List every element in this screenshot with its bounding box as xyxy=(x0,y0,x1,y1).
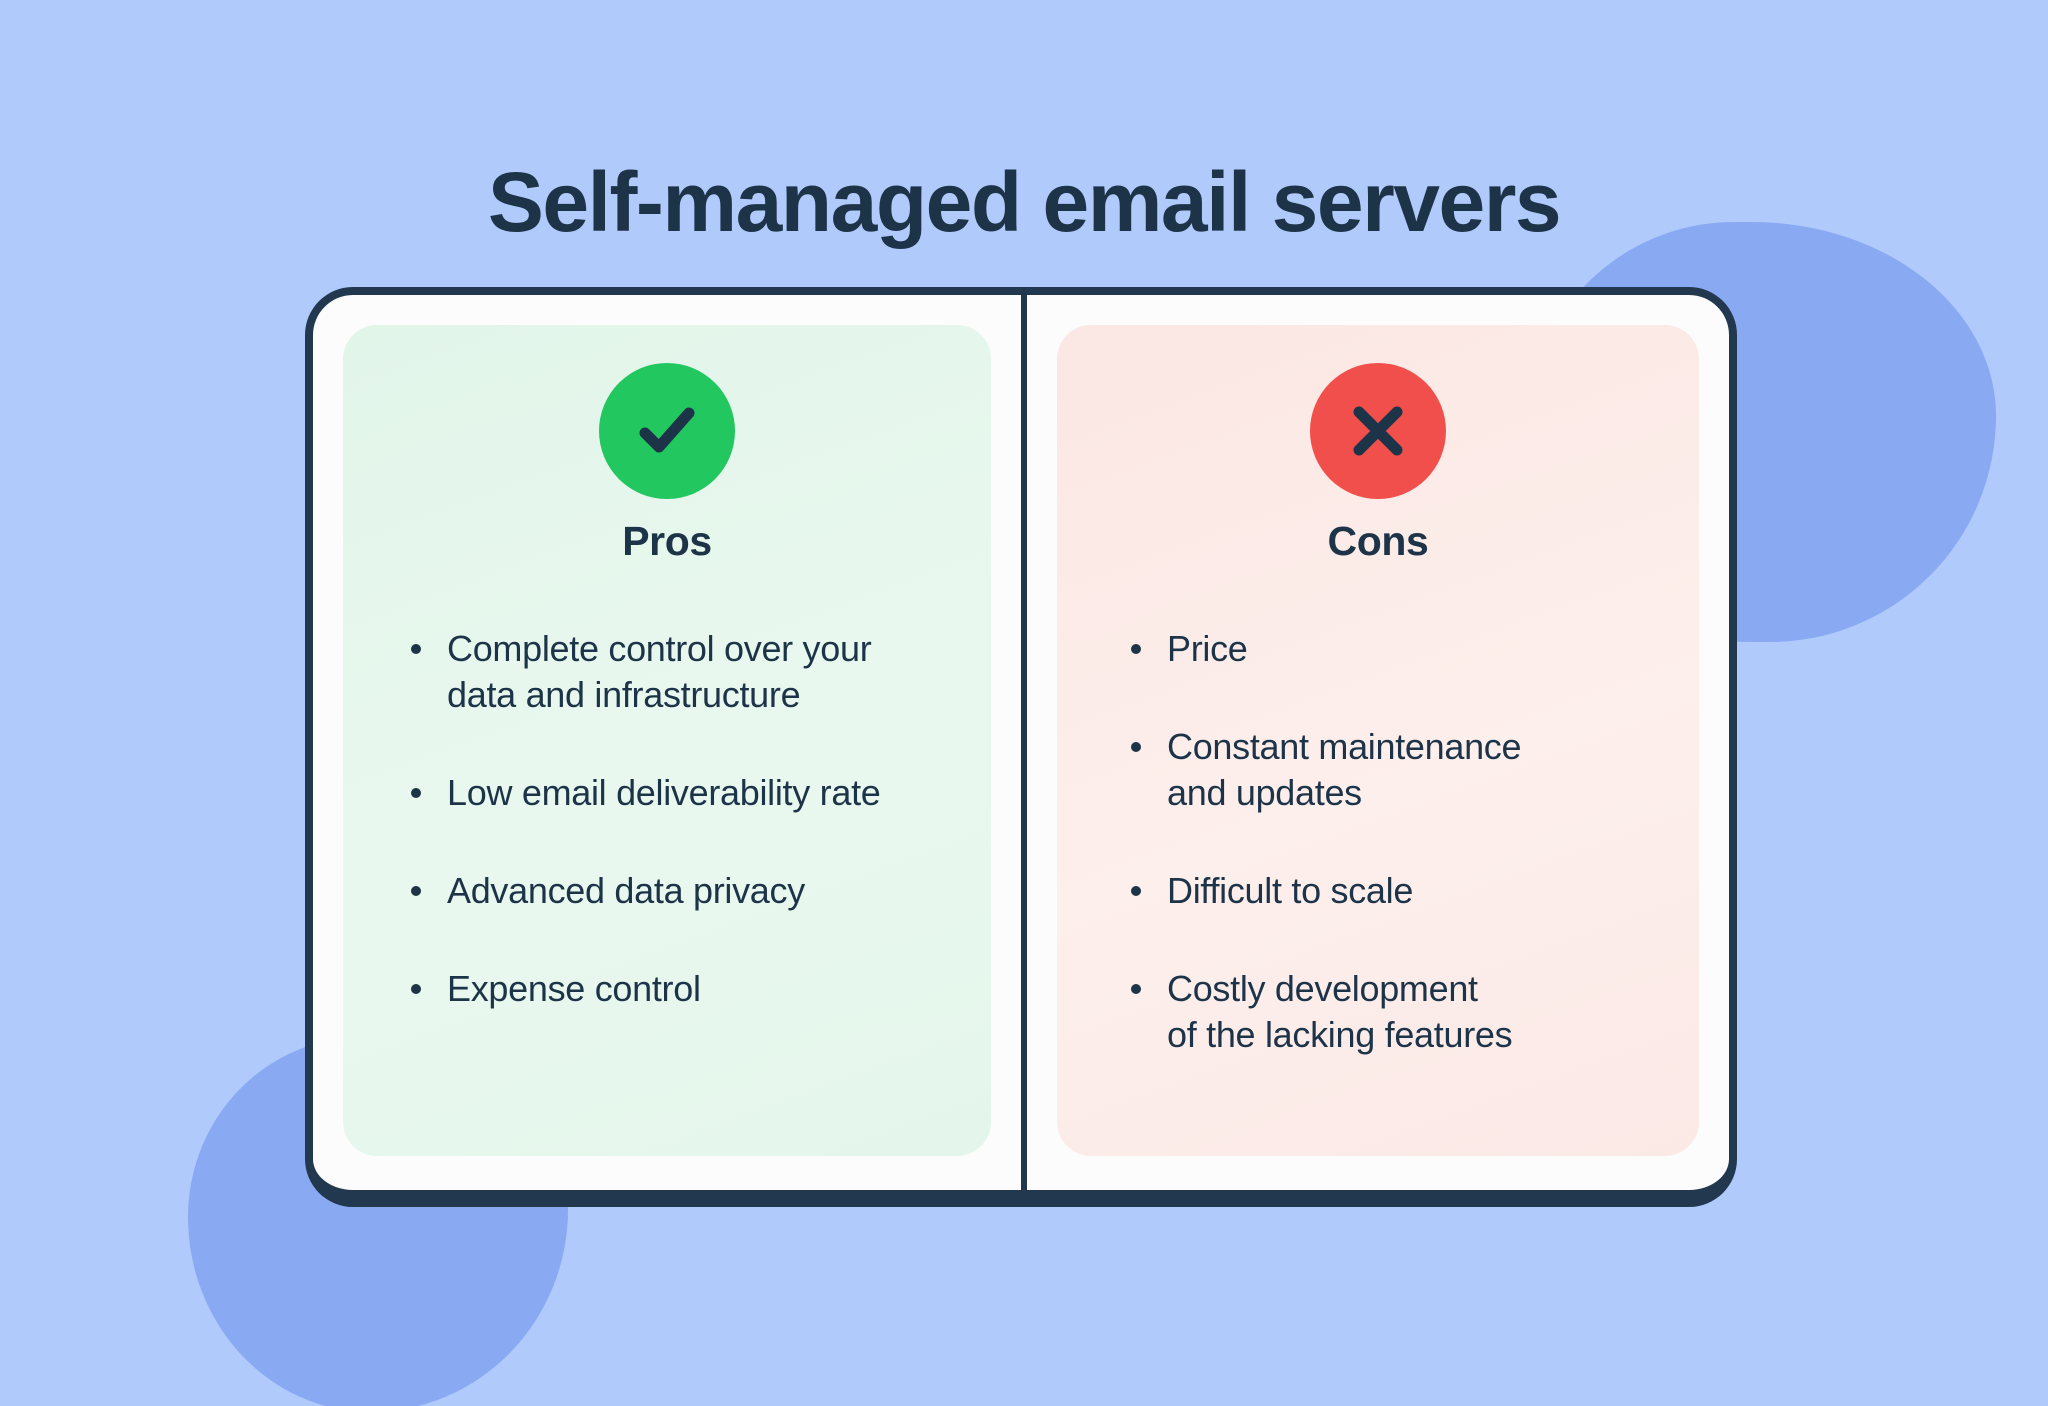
list-item-label: Constant maintenance and updates xyxy=(1167,726,1522,814)
pros-column: Pros Complete control over your data and… xyxy=(313,295,1021,1190)
bullet-dot-icon xyxy=(1131,742,1141,753)
bullet-dot-icon xyxy=(1131,886,1141,897)
pros-bullet-list: Complete control over your data and infr… xyxy=(343,626,991,1012)
bullet-dot-icon xyxy=(411,644,421,654)
cons-column: Cons Price Constant maintenance and upda… xyxy=(1021,295,1729,1190)
list-item: Difficult to scale xyxy=(1125,868,1669,914)
list-item: Constant maintenance and updates xyxy=(1125,724,1669,816)
list-item: Price xyxy=(1125,626,1669,672)
list-item: Costly development of the lacking featur… xyxy=(1125,966,1669,1058)
list-item: Complete control over your data and infr… xyxy=(405,626,961,718)
bullet-dot-icon xyxy=(1131,984,1141,995)
check-circle-icon xyxy=(599,363,735,499)
x-circle-icon xyxy=(1310,363,1446,499)
pros-cons-comparison-card: Pros Complete control over your data and… xyxy=(305,287,1737,1207)
bullet-dot-icon xyxy=(411,984,421,995)
cons-heading: Cons xyxy=(1327,518,1429,564)
list-item-label: Price xyxy=(1167,628,1248,669)
list-item-label: Low email deliverability rate xyxy=(447,772,881,814)
cons-panel: Cons Price Constant maintenance and upda… xyxy=(1057,325,1699,1156)
bullet-dot-icon xyxy=(1131,644,1141,654)
list-item-label: Costly development of the lacking featur… xyxy=(1167,968,1513,1056)
cons-bullet-list: Price Constant maintenance and updates D… xyxy=(1057,626,1699,1058)
bullet-dot-icon xyxy=(411,788,421,799)
list-item-label: Difficult to scale xyxy=(1167,870,1414,912)
pros-panel: Pros Complete control over your data and… xyxy=(343,325,991,1156)
list-item-label: Complete control over your data and infr… xyxy=(447,628,872,716)
list-item: Low email deliverability rate xyxy=(405,770,961,816)
list-item: Advanced data privacy xyxy=(405,868,961,914)
pros-heading: Pros xyxy=(622,518,712,564)
bullet-dot-icon xyxy=(411,886,421,897)
list-item: Expense control xyxy=(405,966,961,1012)
list-item-label: Advanced data privacy xyxy=(447,870,805,912)
page-title: Self-managed email servers xyxy=(487,155,1562,250)
list-item-label: Expense control xyxy=(447,968,701,1010)
